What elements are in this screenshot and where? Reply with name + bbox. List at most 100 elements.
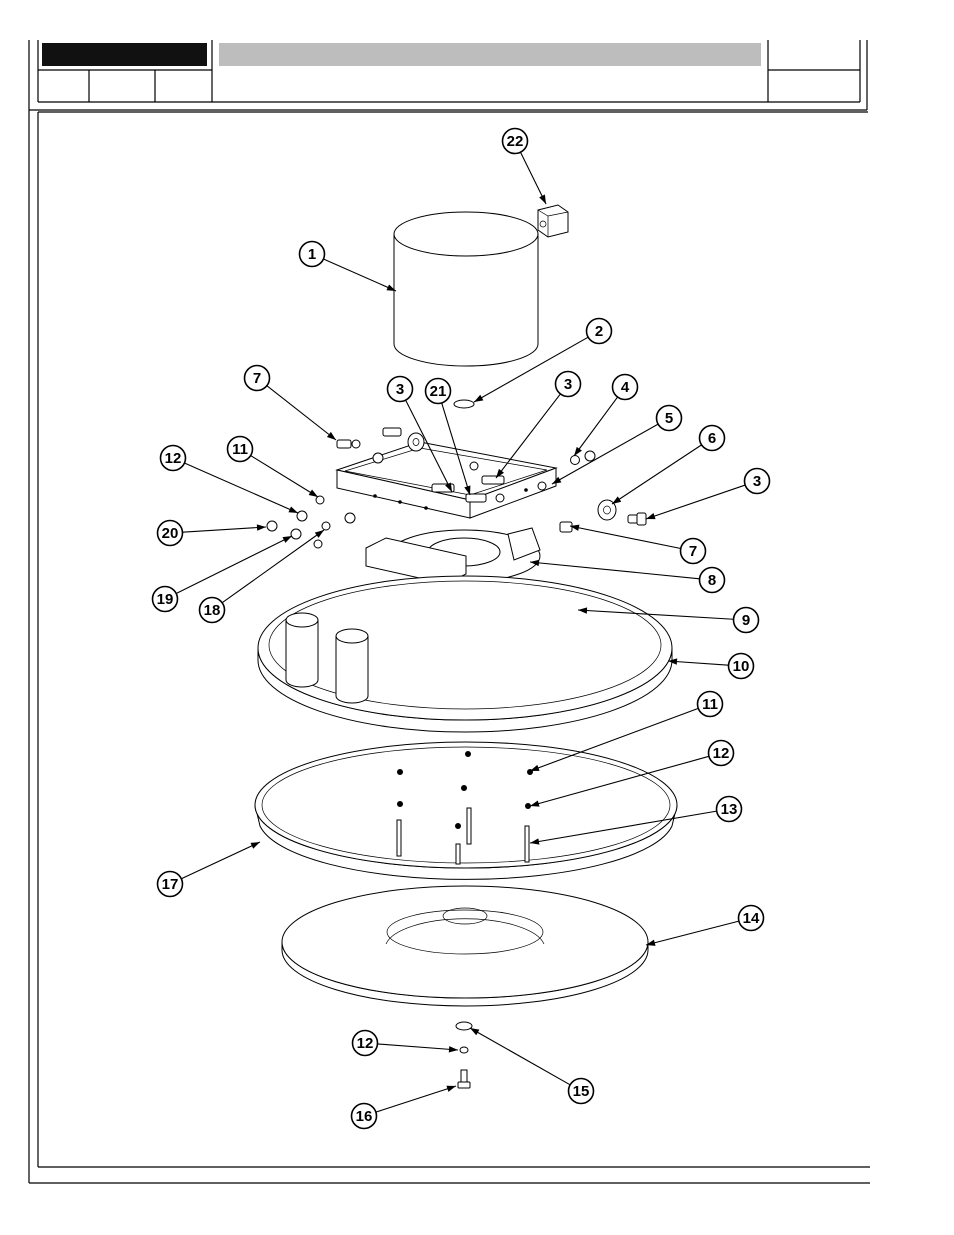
callout-label: 12: [165, 450, 182, 467]
callout-11: 11: [228, 437, 253, 462]
callout-label: 3: [564, 376, 572, 393]
leader-line-17: [181, 842, 260, 879]
callout-4: 4: [613, 375, 638, 400]
callout-label: 15: [573, 1083, 590, 1100]
leader-line-18: [222, 530, 324, 603]
part-skirt-17: [255, 742, 677, 879]
callout-19: 19: [153, 587, 178, 612]
callout-label: 2: [595, 323, 603, 340]
callout-label: 5: [665, 410, 673, 427]
callout-13: 13: [717, 797, 742, 822]
callout-label: 3: [753, 473, 761, 490]
part-pan-10: [258, 576, 672, 732]
callout-5: 5: [657, 406, 682, 431]
arrowhead-19: [283, 536, 292, 543]
callout-12: 12: [161, 446, 186, 471]
arrowhead-7: [327, 432, 336, 440]
leader-line-7: [570, 526, 681, 549]
leader-line-14: [646, 921, 739, 945]
callout-15: 15: [569, 1079, 594, 1104]
arrowhead-20: [257, 524, 266, 530]
arrowhead-2: [474, 395, 483, 402]
part-left-hardware: [267, 496, 355, 548]
callout-label: 18: [204, 602, 221, 619]
callout-label: 7: [689, 543, 697, 560]
callout-12: 12: [353, 1031, 378, 1056]
callout-label: 7: [253, 370, 261, 387]
callout-label: 13: [721, 801, 738, 818]
callout-22: 22: [503, 129, 528, 154]
callout-label: 8: [708, 572, 716, 589]
arrowhead-12: [288, 506, 298, 513]
leader-line-11: [251, 456, 318, 497]
callout-3: 3: [745, 469, 770, 494]
header-dark-bar: [42, 43, 207, 66]
callout-label: 16: [356, 1108, 373, 1125]
callout-label: 21: [430, 383, 447, 400]
callout-6: 6: [700, 426, 725, 451]
callout-7: 7: [681, 539, 706, 564]
callout-label: 11: [232, 441, 248, 458]
callout-18: 18: [200, 598, 225, 623]
callout-label: 17: [162, 876, 179, 893]
callout-21: 21: [426, 379, 451, 404]
arrowhead-6: [612, 496, 621, 504]
part-bolt-16: [458, 1070, 470, 1088]
callout-12: 12: [709, 741, 734, 766]
callout-label: 22: [507, 133, 524, 150]
callout-label: 14: [743, 910, 760, 927]
leader-line-7: [267, 386, 336, 440]
callout-20: 20: [158, 521, 183, 546]
callout-1: 1: [300, 242, 325, 267]
callout-label: 19: [157, 591, 174, 608]
arrowhead-11: [309, 490, 318, 497]
leader-line-12: [377, 1044, 458, 1050]
callout-16: 16: [352, 1104, 377, 1129]
arrowhead-16: [446, 1086, 456, 1092]
leader-line-20: [182, 527, 266, 532]
part-nut-4: [571, 451, 596, 465]
callout-label: 10: [733, 658, 750, 675]
leader-line-15: [470, 1028, 570, 1085]
part-washer-15: [456, 1022, 472, 1030]
callout-17: 17: [158, 872, 183, 897]
callout-label: 20: [162, 525, 179, 542]
callout-label: 12: [357, 1035, 374, 1052]
part-nut-12-bottom: [460, 1047, 468, 1053]
callout-11: 11: [698, 692, 723, 717]
callout-label: 12: [713, 745, 730, 762]
callout-label: 3: [396, 381, 404, 398]
callout-8: 8: [700, 568, 725, 593]
arrowhead-17: [250, 842, 260, 849]
leader-line-4: [574, 397, 618, 456]
leader-line-5: [552, 424, 658, 484]
arrowhead-18: [315, 530, 324, 538]
arrowhead-15: [470, 1028, 479, 1035]
callout-7: 7: [245, 366, 270, 391]
callout-label: 1: [308, 246, 316, 263]
part-cube-22: [538, 205, 568, 237]
part-cylinder-1: [394, 212, 538, 366]
arrowhead-4: [574, 447, 582, 456]
arrowhead-12: [449, 1046, 458, 1052]
callout-label: 4: [621, 379, 630, 396]
arrowhead-3: [646, 513, 656, 519]
callout-14: 14: [739, 906, 764, 931]
leader-line-6: [612, 445, 702, 504]
callout-3: 3: [556, 372, 581, 397]
leader-line-10: [668, 661, 729, 665]
part-oring-2: [454, 400, 474, 408]
leader-line-8: [530, 562, 700, 579]
arrowhead-22: [539, 195, 546, 204]
callout-10: 10: [729, 654, 754, 679]
leader-line-3: [646, 485, 745, 519]
leader-line-1: [323, 259, 396, 291]
callout-9: 9: [734, 608, 759, 633]
callout-label: 6: [708, 430, 716, 447]
header-grey-bar: [219, 43, 761, 66]
callout-label: 9: [742, 612, 750, 629]
part-bolt-3-right: [628, 513, 646, 525]
leader-line-16: [376, 1086, 456, 1112]
callout-2: 2: [587, 319, 612, 344]
